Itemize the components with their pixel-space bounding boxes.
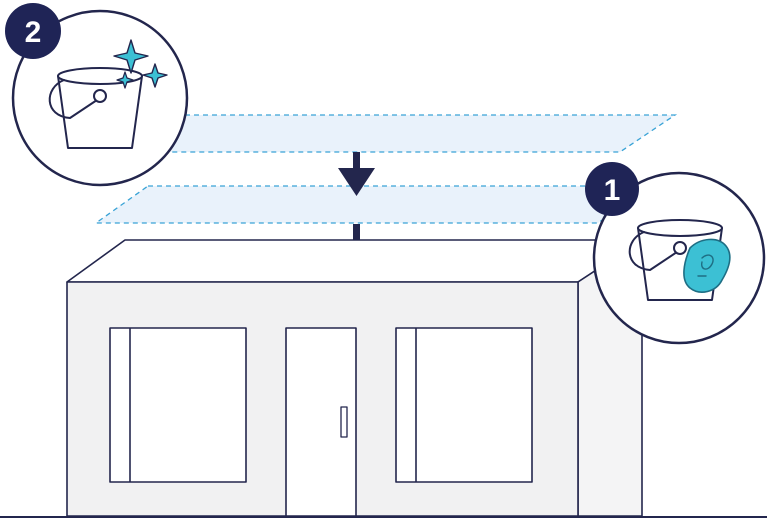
step-1-badge bbox=[585, 162, 639, 216]
roof bbox=[66, 239, 643, 283]
step-2-number: 2 bbox=[25, 16, 42, 49]
right-window bbox=[395, 327, 533, 483]
dirty-bucket-stain-icon bbox=[628, 219, 731, 301]
top-coating-layer bbox=[127, 114, 678, 153]
middle-coating-layer bbox=[93, 185, 653, 224]
step-1-number: 1 bbox=[604, 174, 621, 207]
door-handle bbox=[340, 406, 348, 438]
step-2-callout: 2 bbox=[5, 3, 189, 187]
step-1-callout: 1 bbox=[585, 162, 766, 345]
storefront-building bbox=[0, 239, 767, 518]
clean-bucket-sparkles-icon bbox=[48, 39, 168, 149]
step-2-badge bbox=[5, 3, 61, 59]
down-arrow-icon bbox=[338, 152, 375, 196]
left-window bbox=[109, 327, 247, 483]
